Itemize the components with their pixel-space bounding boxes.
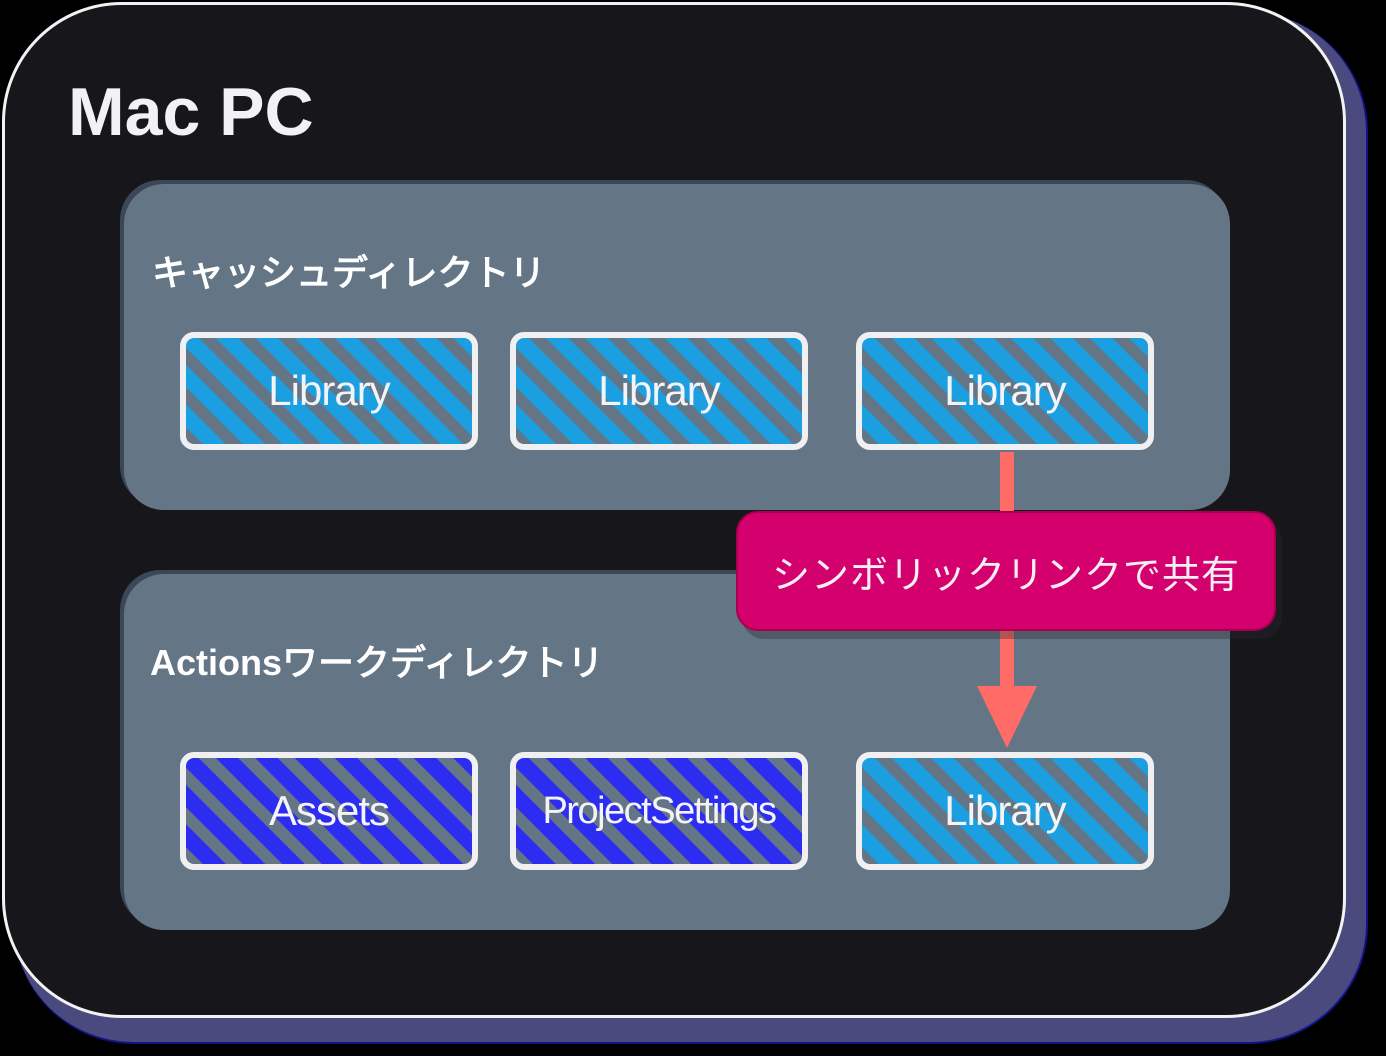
cache-library-box-3: Library	[856, 332, 1154, 450]
symlink-label-text: シンボリックリンクで共有	[771, 552, 1240, 597]
symlink-arrow-line-top	[1000, 452, 1014, 516]
cache-library-box-1: Library	[180, 332, 478, 450]
work-library-box: Library	[856, 752, 1154, 870]
arrow-down-icon	[977, 686, 1037, 748]
symlink-arrow-line-bottom	[1000, 628, 1014, 690]
cache-directory-title: キャッシュディレクトリ	[152, 253, 546, 294]
symlink-label: シンボリックリンクで共有	[736, 511, 1276, 631]
box-label: Library	[598, 367, 720, 414]
box-label: Library	[944, 367, 1066, 414]
cache-library-box-2: Library	[510, 332, 808, 450]
box-label: Assets	[268, 787, 390, 834]
work-directory-title: Actionsワークディレクトリ	[150, 642, 604, 683]
box-label: Library	[268, 367, 390, 414]
project-settings-box: ProjectSettings	[510, 752, 808, 870]
box-label: ProjectSettings	[542, 789, 777, 832]
mac-pc-title: Mac PC	[68, 74, 314, 150]
box-label: Library	[944, 787, 1066, 834]
assets-box: Assets	[180, 752, 478, 870]
